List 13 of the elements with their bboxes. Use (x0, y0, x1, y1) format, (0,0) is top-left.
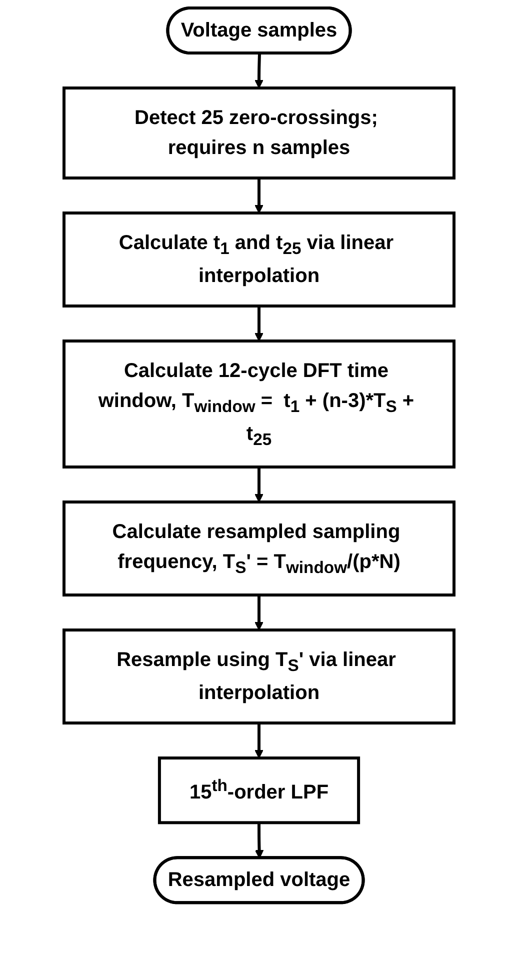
arrow (254, 467, 264, 502)
arrow (254, 822, 264, 859)
node-box: Calculate t$_{1}$ and t$_{25}$ via linear interpolation (62, 212, 456, 308)
node-box: Calculate 12-cycle DFT time window, T$_{window}$ = t$_{1}$ + (n-3)*T$_{S}$ + t$_{25}$ (62, 340, 456, 468)
arrow (254, 53, 264, 88)
arrow (254, 178, 264, 214)
node-box: 15$^{th}$-order LPF (158, 756, 360, 824)
node-box: Resample using T$_{S}$' via linear interpolation (62, 628, 456, 724)
node-box: Calculate resampled sampling frequency, T$_{S}$' = T$_{window}$/(p*N) (62, 500, 456, 596)
node-box: Detect 25 zero-crossings; requires n samples (62, 86, 456, 180)
arrow (254, 306, 264, 342)
arrow (254, 595, 264, 630)
arrow (254, 723, 264, 758)
